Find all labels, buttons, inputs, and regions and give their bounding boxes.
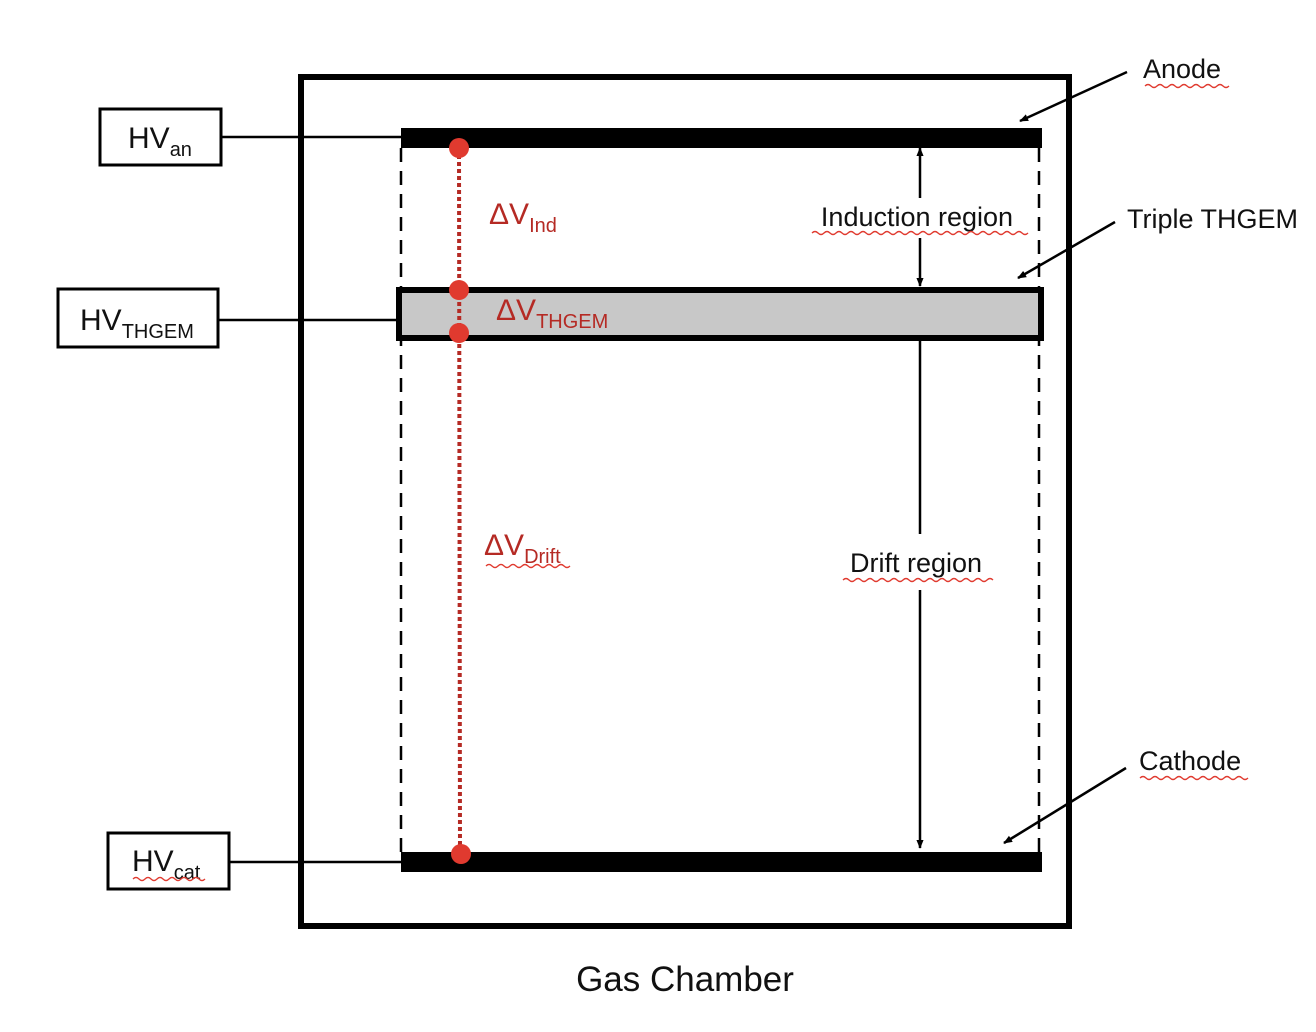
node-cathode bbox=[451, 844, 471, 864]
cathode-callout-label: Cathode bbox=[1139, 746, 1241, 776]
gas-chamber-outline bbox=[298, 74, 1072, 929]
hv-anode-box: HVan bbox=[98, 107, 223, 167]
anode-electrode bbox=[401, 128, 1042, 148]
node-thgem-top bbox=[449, 280, 469, 300]
hv-anode-sub: an bbox=[170, 139, 192, 161]
anode-callout-arrow bbox=[1019, 70, 1128, 123]
induction-label-squiggle bbox=[811, 230, 1029, 236]
node-anode bbox=[449, 138, 469, 158]
induction-region-label: Induction region bbox=[821, 202, 1013, 232]
hv-anode-main: HV bbox=[128, 122, 170, 155]
delta-v-thgem-label: ΔVTHGEM bbox=[496, 294, 608, 333]
cathode-electrode bbox=[401, 852, 1042, 872]
hv-thgem-sub: THGEM bbox=[122, 321, 194, 343]
node-thgem-bottom bbox=[449, 323, 469, 343]
hv-cathode-main: HV bbox=[132, 845, 174, 878]
thgem-callout-arrow bbox=[1017, 220, 1116, 280]
drift-region-label: Drift region bbox=[850, 548, 982, 578]
delta-v-drift-label: ΔVDrift bbox=[484, 529, 561, 568]
svg-text:HVTHGEM: HVTHGEM bbox=[80, 304, 194, 343]
anode-callout-label: Anode bbox=[1143, 54, 1221, 84]
diagram-caption: Gas Chamber bbox=[576, 960, 794, 999]
drift-label-squiggle bbox=[485, 563, 571, 569]
drift-region-squiggle bbox=[842, 577, 994, 583]
delta-v-ind-label: ΔVInd bbox=[489, 198, 557, 237]
hv-thgem-box: HVTHGEM bbox=[56, 287, 220, 349]
svg-text:HVan: HVan bbox=[128, 122, 192, 161]
cathode-callout-squiggle bbox=[1139, 775, 1249, 781]
anode-callout-squiggle bbox=[1144, 83, 1230, 89]
thgem-electrode bbox=[396, 287, 1044, 341]
potential-line bbox=[457, 147, 462, 855]
thgem-callout-label: Triple THGEM bbox=[1127, 204, 1298, 234]
hv-thgem-main: HV bbox=[80, 304, 122, 337]
cathode-callout-arrow bbox=[1003, 766, 1127, 845]
hv-cathode-box: HVcat bbox=[106, 831, 231, 891]
